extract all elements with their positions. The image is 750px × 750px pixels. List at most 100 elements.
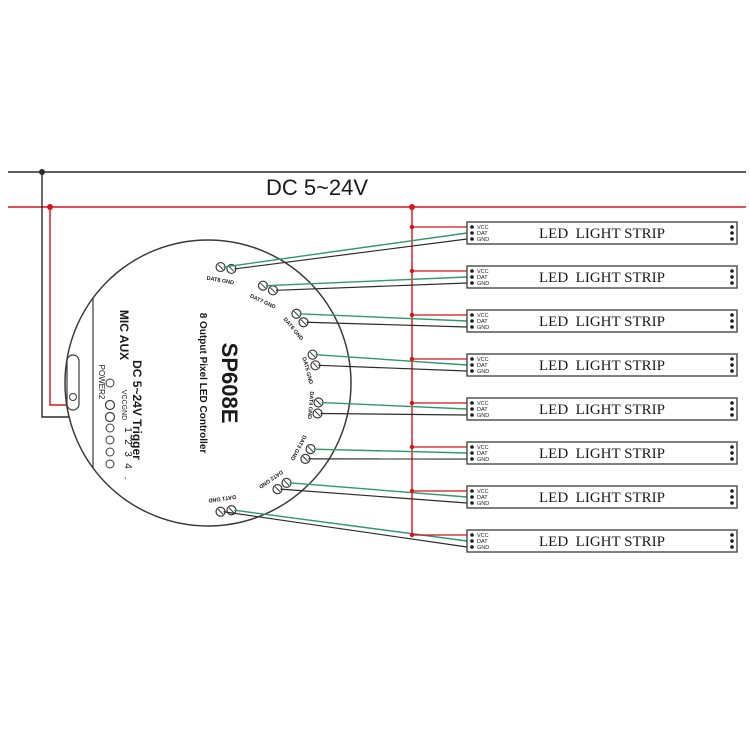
led-strip-pin-dot [470, 545, 474, 549]
led-strip-end-dot [730, 413, 734, 417]
led-strip-pin-label: VCC [477, 357, 489, 363]
model-text-group: SP608E [217, 343, 242, 424]
mounting-hole [69, 393, 77, 401]
led-strip-pin-dot [470, 269, 474, 273]
led-strip-pin-dot [470, 357, 474, 361]
vcc-wire-junction [409, 400, 415, 406]
led-strip-pin-label: DAT [477, 407, 488, 413]
vccgnd-text-group: VCCGND [120, 390, 127, 420]
led-strip-pin-label: VCC [477, 313, 489, 319]
dat-wire [315, 353, 468, 366]
led-strip-pin-label: GND [477, 413, 489, 419]
gnd-wire [318, 364, 468, 372]
led-strip-end-dot [730, 313, 734, 317]
led-strip-pin-label: DAT [477, 231, 488, 237]
led-strip-end-dot [730, 495, 734, 499]
led-strip-end-dot [730, 325, 734, 329]
led-strip-pin-dot [470, 325, 474, 329]
led-strip-end-dot [730, 407, 734, 411]
led-strip-pin-dot [470, 445, 474, 449]
led-strip-end-dot [730, 275, 734, 279]
led-strip-end-dot [730, 231, 734, 235]
led-strip-label: LED LIGHT STRIP [539, 446, 665, 462]
trigger-hole [105, 423, 115, 433]
dat-wire [289, 482, 468, 498]
power-text-group: POWER2 [97, 365, 106, 400]
output-terminal-label: DAT1 GND [208, 493, 236, 503]
led-strip-pin-label: VCC [477, 269, 489, 275]
trigger-hole [105, 435, 115, 445]
led-strip-pin-dot [470, 413, 474, 417]
terminal-screw-slot [228, 266, 235, 272]
trigger-number: 3 [122, 451, 133, 457]
gnd-wire [234, 238, 468, 270]
led-strip-pin-dot [470, 495, 474, 499]
led-strip-end-dot [730, 445, 734, 449]
trigger-dot: . [122, 477, 133, 480]
led-strip-end-dot [730, 501, 734, 505]
led-strip-pin-label: DAT [477, 275, 488, 281]
led-strip-body [466, 441, 738, 465]
led-strip-pin-label: DAT [477, 451, 488, 457]
led-strip-end-dot [730, 237, 734, 241]
terminal-screw-slot [270, 287, 276, 294]
led-strip-pin-dot [470, 275, 474, 279]
led-strip-label: LED LIGHT STRIP [539, 270, 665, 286]
led-strip-end-dot [730, 539, 734, 543]
led-strip-body [466, 397, 738, 421]
led-strip-pin-dot [470, 489, 474, 493]
trigger-hole [105, 447, 115, 457]
vcc-wire-junction [409, 224, 415, 230]
controller: SP608E 8 Output Pixel LED Controller DC … [64, 239, 352, 527]
led-strip-end-dot [730, 363, 734, 367]
led-strip-body [466, 265, 738, 289]
power-label: POWER2 [97, 365, 106, 400]
led-strip-pin-label: DAT [477, 319, 488, 325]
output-terminal-label: DAT4 GND [306, 391, 314, 419]
led-strip-label: LED LIGHT STRIP [539, 402, 665, 418]
led-strip-pin-dot [470, 533, 474, 537]
power-input-terminals [104, 378, 116, 423]
output-wires [223, 224, 468, 548]
led-strip-pin-dot [470, 407, 474, 411]
trigger-number: 4 [122, 463, 133, 469]
dat-wire [265, 276, 468, 287]
supply-voltage-label: DC 5~24V [266, 175, 368, 200]
mic-aux-hole [105, 378, 115, 388]
led-strip-pin-label: DAT [477, 495, 488, 501]
trigger-terminals: 1 2 3 4 . [105, 423, 133, 480]
terminal-screw-slot [315, 399, 322, 406]
terminal-screw-slot [293, 310, 300, 317]
led-strip-pin-dot [470, 237, 474, 241]
gnd-wire [275, 282, 468, 291]
led-strip-pin-label: DAT [477, 539, 488, 545]
led-strip-pin-dot [470, 363, 474, 367]
led-strip-pin-label: VCC [477, 445, 489, 451]
led-strip-label: LED LIGHT STRIP [539, 314, 665, 330]
trigger-number: 2 [122, 439, 133, 445]
dat-wire [321, 401, 468, 410]
led-strip-pin-label: GND [477, 281, 489, 287]
trigger-hole [105, 459, 115, 469]
led-strip-label: LED LIGHT STRIP [539, 534, 665, 550]
led-strip-pin-label: DAT [477, 363, 488, 369]
gnd-wire [306, 321, 468, 328]
vcc-wire-junction [409, 488, 415, 494]
led-strip-end-dot [730, 369, 734, 373]
gnd-junction-dot [39, 169, 45, 175]
terminal-screw-slot [312, 362, 319, 369]
vcc-wire-junction [409, 268, 415, 274]
led-strip-body [466, 529, 738, 553]
controller-subtitle: 8 Output Pixel LED Controller [197, 313, 208, 454]
led-strip-body [466, 485, 738, 509]
model-name: SP608E [217, 343, 242, 424]
led-strip-label: LED LIGHT STRIP [539, 490, 665, 506]
led-strip-pin-label: GND [477, 237, 489, 243]
